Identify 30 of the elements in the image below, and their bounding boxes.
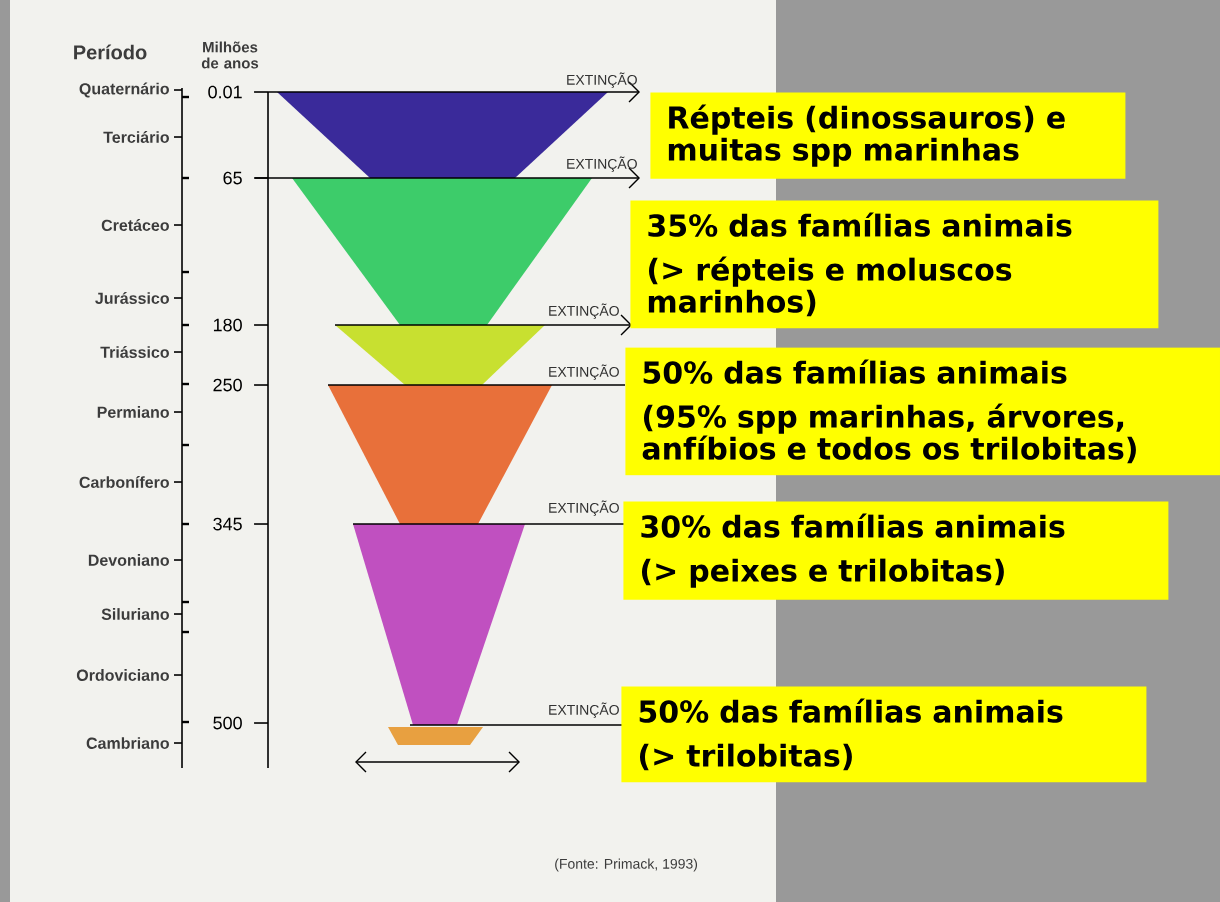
period-label: Siluriano: [101, 608, 169, 620]
column-heading: Período: [74, 44, 147, 60]
note-box: 50% das famílias animais (95% spp marinhas, árvores, anfíbios e todos os trilobitas): [625, 347, 1220, 476]
period-label: Triássico: [100, 346, 169, 358]
period-label: Ordoviciano: [76, 669, 169, 681]
period-label: Terciário: [103, 131, 169, 143]
period-label: Cambriano: [86, 737, 169, 749]
period-label: Jurássico: [95, 292, 169, 304]
extinction-label: EXTINÇÃO: [549, 500, 619, 516]
note-box: 35% das famílias animais (> répteis e moluscos marinhos): [630, 200, 1159, 329]
age-label: 345: [213, 517, 242, 531]
extinction-label: EXTINÇÃO: [567, 72, 637, 88]
age-label: 0.01: [208, 85, 242, 99]
extinction-label: EXTINÇÃO: [567, 156, 637, 172]
extinction-label: EXTINÇÃO: [549, 303, 619, 319]
age-label: 250: [213, 378, 242, 392]
column-heading: Milhões de anos: [201, 41, 259, 69]
note-box: 30% das famílias animais (> peixes e trilobitas): [623, 501, 1169, 600]
note-box: 50% das famílias animais (> trilobitas): [621, 686, 1147, 783]
age-label: 500: [213, 716, 242, 730]
note-box: Répteis (dinossauros) e muitas spp marinhas: [650, 92, 1126, 179]
period-label: Carbonífero: [79, 476, 169, 488]
period-label: Permiano: [97, 406, 169, 418]
period-label: Quaternário: [79, 82, 169, 98]
period-label: Devoniano: [88, 554, 169, 566]
age-label: 180: [213, 318, 242, 332]
period-label: Cretáceo: [101, 219, 169, 231]
age-label: 65: [223, 171, 242, 185]
source-caption: (Fonte: Primack, 1993): [555, 858, 698, 872]
extinction-label: EXTINÇÃO: [549, 364, 619, 380]
